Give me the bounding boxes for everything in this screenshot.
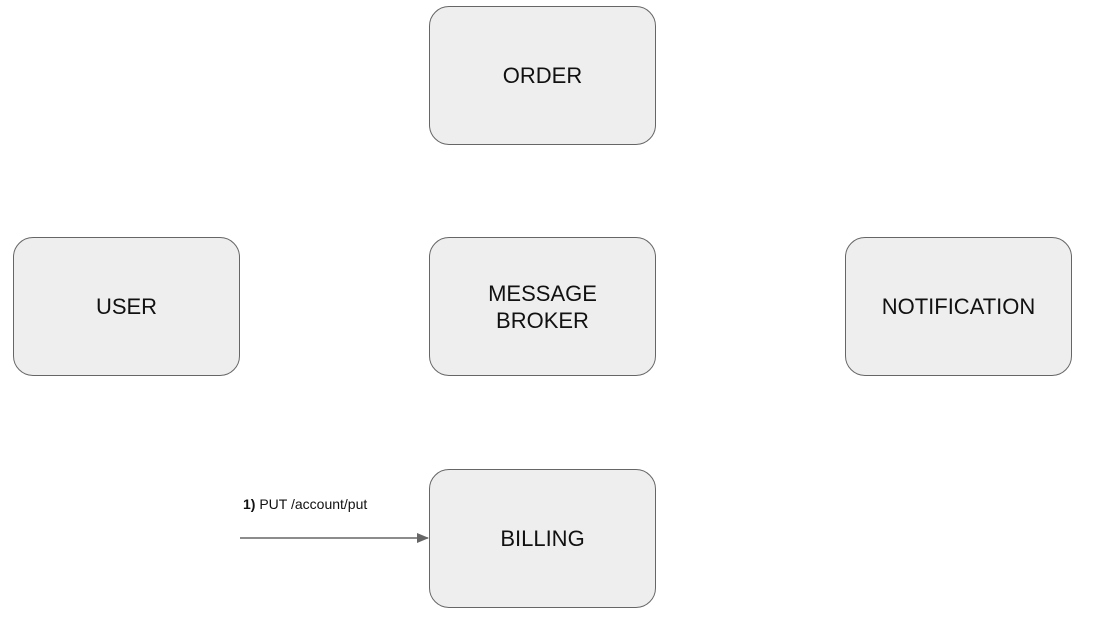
node-billing[interactable]: BILLING <box>429 469 656 608</box>
edge-label-user-to-billing: 1) PUT /account/put <box>243 496 367 512</box>
node-order[interactable]: ORDER <box>429 6 656 145</box>
node-notification[interactable]: NOTIFICATION <box>845 237 1072 376</box>
node-user[interactable]: USER <box>13 237 240 376</box>
edge-step-number: 1) <box>243 496 256 512</box>
node-label-order: ORDER <box>502 63 583 88</box>
node-label-message-broker: MESSAGE BROKER <box>488 280 597 333</box>
node-label-notification: NOTIFICATION <box>881 294 1036 319</box>
node-message-broker[interactable]: MESSAGE BROKER <box>429 237 656 376</box>
node-label-user: USER <box>95 294 158 319</box>
edge-label-text: PUT /account/put <box>259 496 368 512</box>
node-label-billing: BILLING <box>500 526 585 551</box>
